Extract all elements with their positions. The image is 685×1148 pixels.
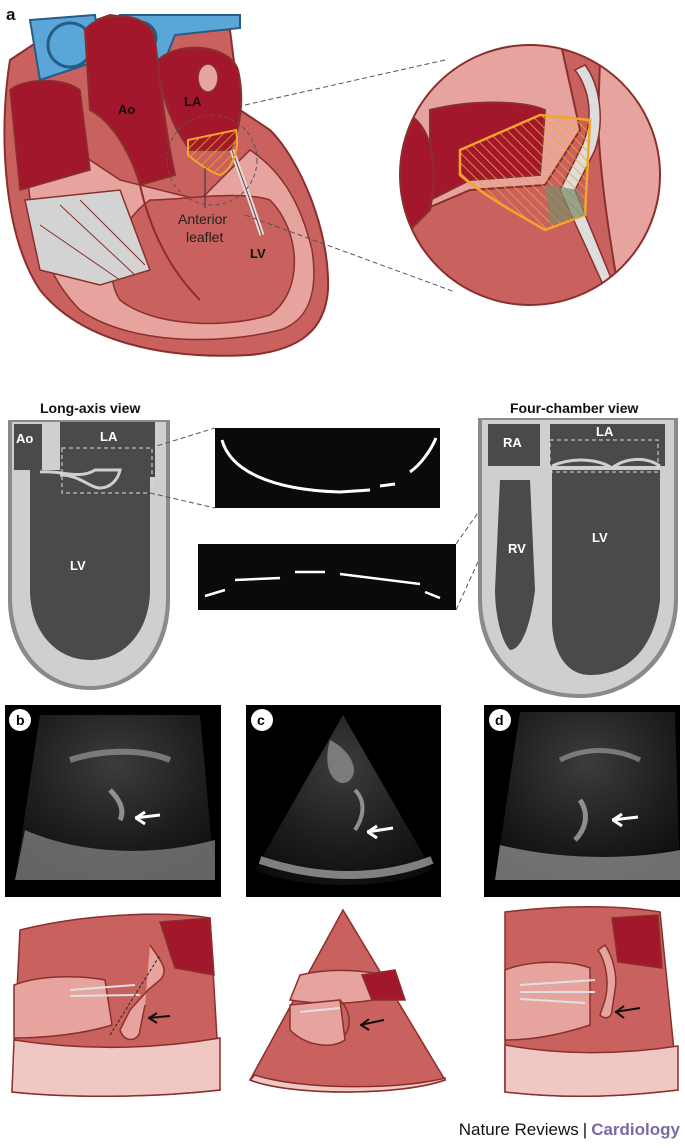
four-chamber-label-rv: RV	[508, 541, 526, 556]
anterior-leaflet-label-line1: Anterior	[178, 211, 227, 227]
segmented-leaflet-image-four-chamber	[198, 544, 456, 610]
heart-label-lv: LV	[250, 246, 266, 261]
anterior-leaflet-label-line2: leaflet	[186, 229, 223, 245]
long-axis-title: Long-axis view	[40, 400, 140, 416]
echo-panel-b	[5, 705, 221, 897]
panel-label-c: c	[257, 712, 265, 728]
journal-name: Cardiology	[591, 1120, 680, 1139]
long-axis-connector-bottom	[149, 492, 216, 509]
segmented-leaflet-image-long-axis	[215, 428, 440, 508]
footer-separator: |	[582, 1120, 588, 1139]
four-chamber-label-la: LA	[596, 424, 614, 439]
long-axis-diagram	[8, 420, 170, 690]
journal-footer: Nature Reviews|Cardiology	[430, 1120, 680, 1140]
four-chamber-title: Four-chamber view	[510, 400, 638, 416]
schematic-b	[11, 913, 221, 1098]
zoom-connector-bottom	[244, 214, 456, 293]
long-axis-connector-top	[149, 427, 216, 449]
schematic-c	[248, 908, 447, 1093]
echo-panel-c	[246, 705, 441, 897]
four-chamber-label-lv: LV	[592, 530, 608, 545]
heart-label-ao: Ao	[118, 102, 135, 117]
heart-label-la: LA	[184, 94, 202, 109]
zoom-connector-top	[244, 59, 446, 106]
four-chamber-label-ra: RA	[503, 435, 522, 450]
echo-panel-d	[484, 705, 680, 897]
schematic-d	[504, 906, 679, 1098]
publisher-name: Nature Reviews	[458, 1120, 579, 1139]
four-chamber-diagram	[478, 418, 678, 698]
long-axis-label-la: LA	[100, 429, 118, 444]
heart-illustration	[3, 13, 330, 357]
long-axis-label-lv: LV	[70, 558, 86, 573]
zoomed-valve-detail	[399, 44, 661, 306]
long-axis-label-ao: Ao	[16, 431, 33, 446]
panel-label-a: a	[6, 5, 16, 24]
panel-label-d: d	[495, 712, 504, 728]
panel-label-b: b	[16, 712, 25, 728]
